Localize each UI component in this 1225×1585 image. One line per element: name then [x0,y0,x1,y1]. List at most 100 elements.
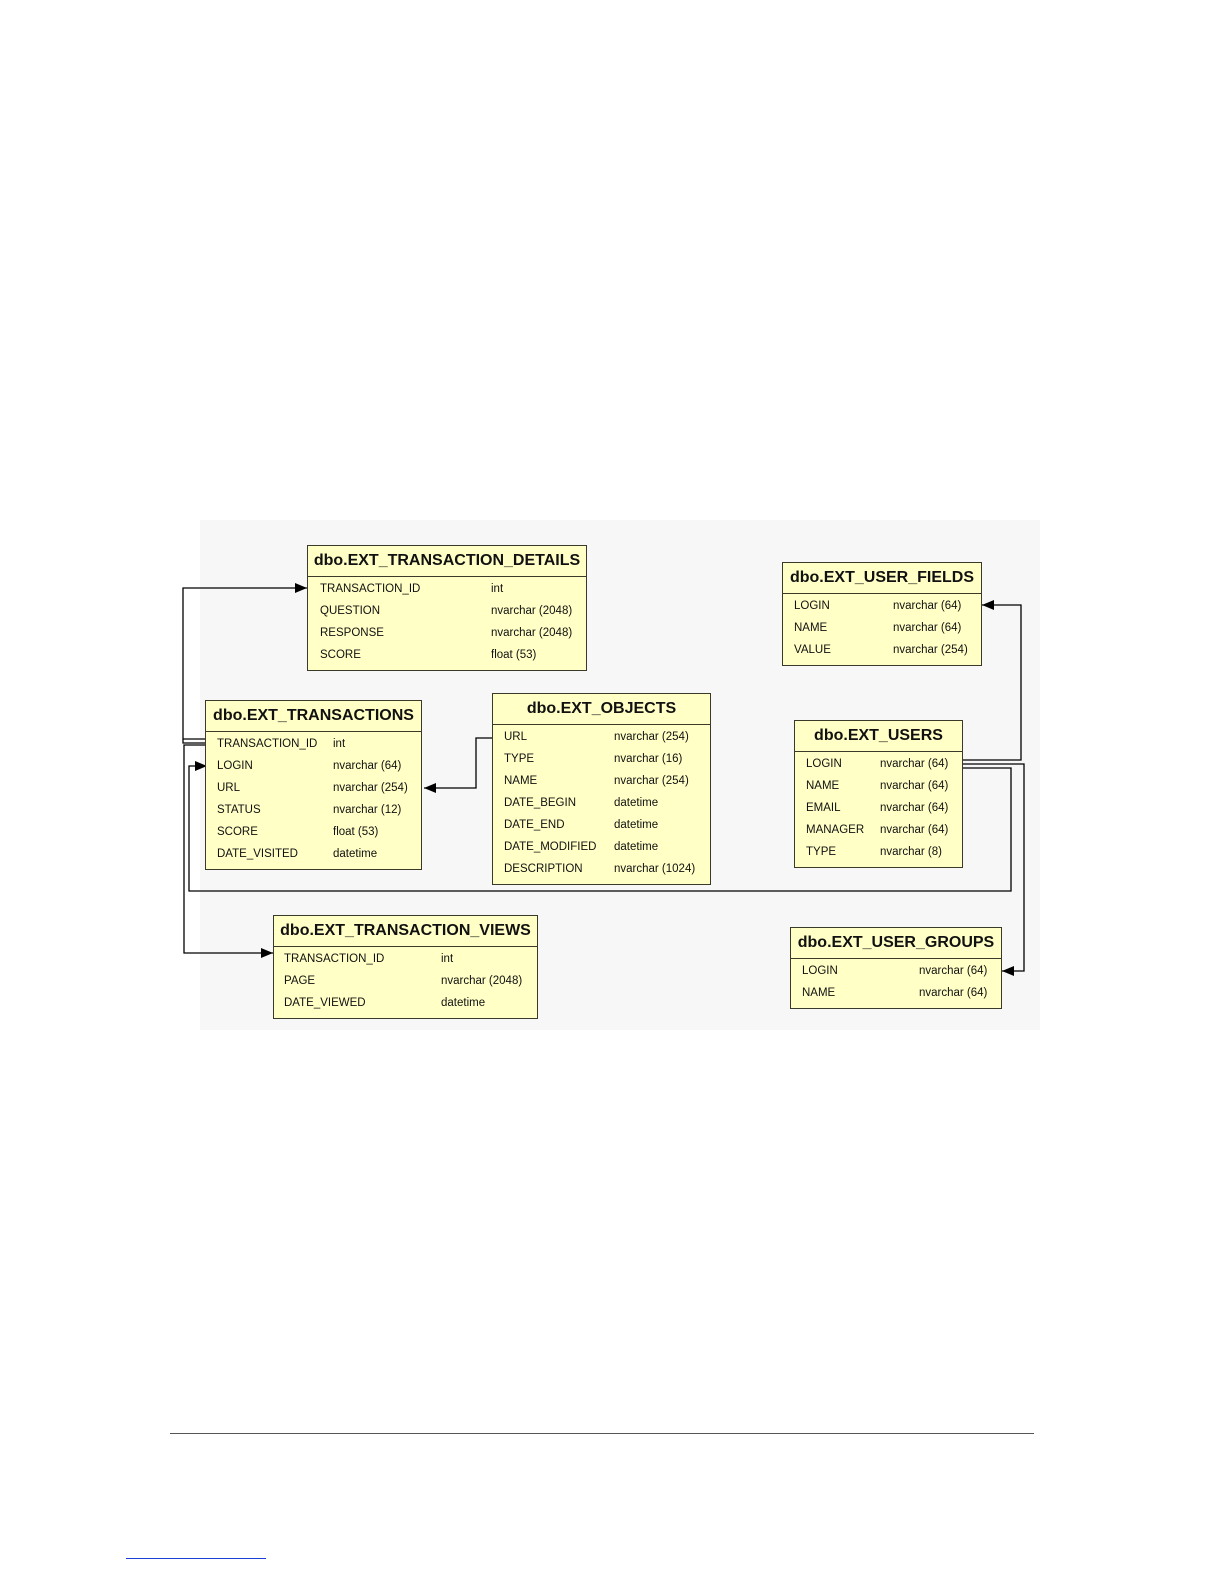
column-row[interactable]: STATUS nvarchar (12) [206,800,421,822]
column-type: int [491,583,504,595]
column-type: nvarchar (64) [919,987,988,999]
column-row[interactable]: SCORE float (53) [206,822,421,844]
column-row[interactable]: TRANSACTION_ID int [206,734,421,756]
column-row[interactable]: DATE_VISITED datetime [206,844,421,866]
column-name: DATE_MODIFIED [504,841,597,853]
table-ext-transaction-views[interactable]: dbo.EXT_TRANSACTION_VIEWS TRANSACTION_ID… [273,915,538,1019]
column-type: nvarchar (12) [333,804,402,816]
column-row[interactable]: NAME nvarchar (64) [795,776,962,798]
table-title: dbo.EXT_USER_GROUPS [791,928,1001,959]
column-type: datetime [614,841,659,853]
column-name: URL [217,782,241,794]
column-row[interactable]: SCORE float (53) [308,645,586,667]
column-name: SCORE [320,649,361,661]
column-name: TRANSACTION_ID [320,583,421,595]
column-name: DATE_VISITED [217,848,298,860]
column-name: MANAGER [806,824,865,836]
column-type: nvarchar (2048) [491,627,573,639]
column-type: datetime [441,997,486,1009]
footer-rule [170,1433,1034,1434]
column-name: QUESTION [320,605,381,617]
footer-link-underline [126,1558,266,1559]
column-type: nvarchar (64) [880,780,949,792]
column-row[interactable]: TRANSACTION_ID int [274,949,537,971]
column-row[interactable]: DESCRIPTION nvarchar (1024) [493,859,710,881]
table-title: dbo.EXT_USERS [795,721,962,752]
column-row[interactable]: LOGIN nvarchar (64) [783,596,981,618]
column-type: nvarchar (2048) [491,605,573,617]
column-row[interactable]: MANAGER nvarchar (64) [795,820,962,842]
column-type: nvarchar (64) [880,824,949,836]
column-type: nvarchar (64) [893,622,962,634]
column-row[interactable]: DATE_VIEWED datetime [274,993,537,1015]
column-name: LOGIN [802,965,838,977]
column-type: nvarchar (64) [880,802,949,814]
table-title: dbo.EXT_TRANSACTIONS [206,701,421,732]
column-row[interactable]: LOGIN nvarchar (64) [206,756,421,778]
column-name: TYPE [504,753,535,765]
column-row[interactable]: DATE_BEGIN datetime [493,793,710,815]
column-row[interactable]: URL nvarchar (254) [493,727,710,749]
column-type: int [333,738,346,750]
column-name: DATE_END [504,819,565,831]
column-type: nvarchar (2048) [441,975,523,987]
column-row[interactable]: EMAIL nvarchar (64) [795,798,962,820]
column-type: nvarchar (254) [614,731,689,743]
table-title: dbo.EXT_OBJECTS [493,694,710,725]
column-name: SCORE [217,826,258,838]
column-name: LOGIN [794,600,830,612]
column-name: DESCRIPTION [504,863,583,875]
column-row[interactable]: QUESTION nvarchar (2048) [308,601,586,623]
column-name: EMAIL [806,802,841,814]
column-row[interactable]: DATE_MODIFIED datetime [493,837,710,859]
column-type: float (53) [491,649,537,661]
column-name: DATE_VIEWED [284,997,366,1009]
column-type: nvarchar (64) [893,600,962,612]
column-name: LOGIN [217,760,253,772]
column-row[interactable]: TYPE nvarchar (8) [795,842,962,864]
column-name: NAME [806,780,840,792]
column-row[interactable]: NAME nvarchar (64) [791,983,1001,1005]
column-name: STATUS [217,804,261,816]
column-type: nvarchar (1024) [614,863,696,875]
column-name: TYPE [806,846,837,858]
table-title: dbo.EXT_TRANSACTION_VIEWS [274,916,537,947]
column-type: datetime [333,848,378,860]
column-name: NAME [794,622,828,634]
column-type: float (53) [333,826,379,838]
column-name: DATE_BEGIN [504,797,576,809]
column-row[interactable]: URL nvarchar (254) [206,778,421,800]
column-name: TRANSACTION_ID [217,738,318,750]
column-name: URL [504,731,528,743]
column-row[interactable]: TRANSACTION_ID int [308,579,586,601]
column-name: VALUE [794,644,831,656]
column-type: nvarchar (8) [880,846,942,858]
column-name: PAGE [284,975,316,987]
column-row[interactable]: PAGE nvarchar (2048) [274,971,537,993]
column-name: TRANSACTION_ID [284,953,385,965]
column-type: int [441,953,454,965]
table-ext-transaction-details[interactable]: dbo.EXT_TRANSACTION_DETAILS TRANSACTION_… [307,545,587,671]
column-type: nvarchar (64) [919,965,988,977]
table-title: dbo.EXT_USER_FIELDS [783,563,981,594]
column-row[interactable]: NAME nvarchar (64) [783,618,981,640]
column-row[interactable]: LOGIN nvarchar (64) [791,961,1001,983]
column-type: datetime [614,797,659,809]
column-type: nvarchar (254) [333,782,408,794]
column-name: NAME [802,987,836,999]
table-title: dbo.EXT_TRANSACTION_DETAILS [308,546,586,577]
column-name: LOGIN [806,758,842,770]
column-name: NAME [504,775,538,787]
column-type: nvarchar (64) [333,760,402,772]
